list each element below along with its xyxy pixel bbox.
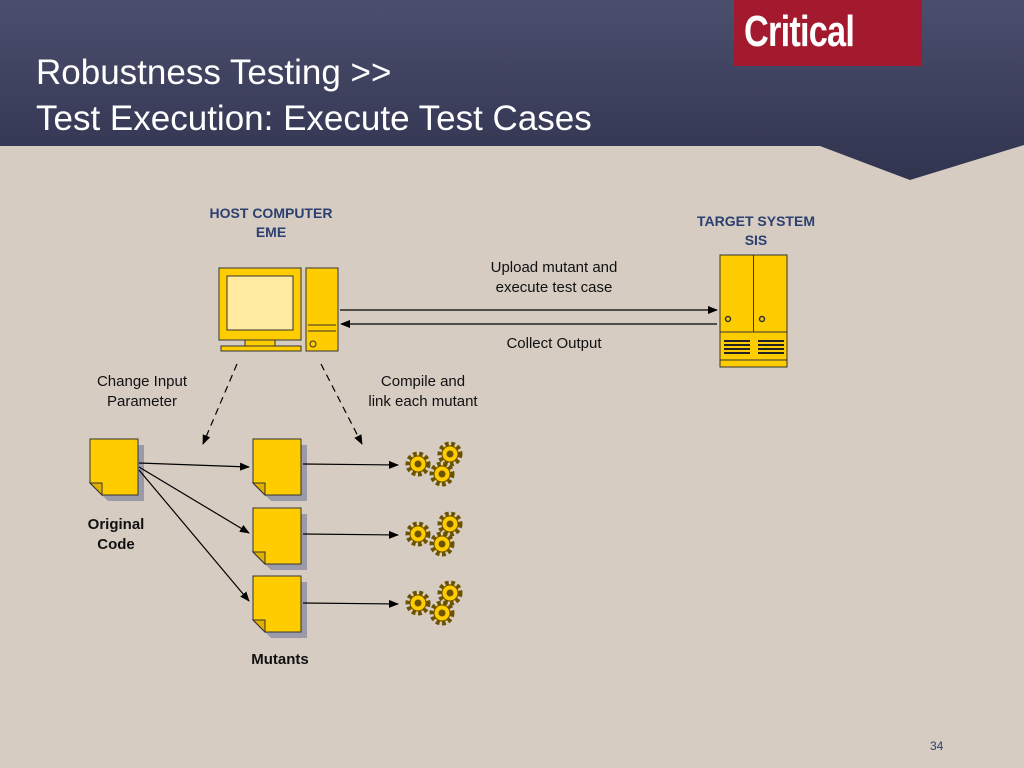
slide-title: Robustness Testing >> Test Execution: Ex… bbox=[36, 50, 592, 142]
upload-line-2: execute test case bbox=[495, 279, 613, 296]
change-input-line-1: Change Input bbox=[96, 373, 188, 390]
upload-line-1: Upload mutant and bbox=[490, 259, 618, 276]
logo-text: Critical bbox=[744, 7, 855, 56]
original-to-mutant-arrow-3 bbox=[138, 469, 250, 602]
target-system-line-2: SIS bbox=[744, 232, 768, 248]
computer-icon bbox=[218, 267, 339, 352]
slide-title-line-2: Test Execution: Execute Test Cases bbox=[36, 99, 592, 138]
change-input-line-2: Parameter bbox=[106, 393, 178, 410]
change-input-label: Change Input Parameter bbox=[72, 372, 212, 412]
gears-icon-3 bbox=[409, 584, 459, 622]
original-code-line-1: Original bbox=[87, 516, 145, 533]
original-code-line-2: Code bbox=[97, 536, 135, 553]
compile-line-1: Compile and bbox=[380, 373, 466, 390]
gears-icon-2 bbox=[409, 515, 459, 553]
mutant-document-icon-1 bbox=[252, 438, 308, 502]
change-input-dashed-arrow bbox=[202, 363, 238, 445]
host-computer-label: HOST COMPUTER EME bbox=[186, 204, 356, 242]
server-cabinet-icon bbox=[719, 254, 788, 368]
original-code-document-icon bbox=[89, 438, 145, 502]
mutant-document-icon-3 bbox=[252, 575, 308, 639]
original-to-mutant-arrow-2 bbox=[138, 466, 250, 534]
compile-label: Compile and link each mutant bbox=[343, 372, 503, 412]
slide-title-line-1: Robustness Testing >> bbox=[36, 53, 392, 92]
target-system-label: TARGET SYSTEM SIS bbox=[671, 212, 841, 250]
mutant-to-gears-arrow-3 bbox=[302, 599, 399, 608]
mutants-label: Mutants bbox=[251, 651, 309, 668]
original-code-label: Original Code bbox=[66, 515, 166, 555]
upload-label: Upload mutant and execute test case bbox=[464, 258, 644, 298]
target-system-line-1: TARGET SYSTEM bbox=[697, 213, 815, 229]
page-number: 34 bbox=[930, 739, 944, 753]
compile-line-2: link each mutant bbox=[368, 393, 478, 410]
host-computer-line-2: EME bbox=[255, 224, 287, 240]
gears-icon-1 bbox=[409, 445, 459, 483]
mutant-to-gears-arrow-1 bbox=[302, 460, 399, 469]
collect-output-label: Collect Output bbox=[506, 335, 602, 352]
critical-logo: Critical bbox=[734, 0, 922, 66]
mutant-document-icon-2 bbox=[252, 507, 308, 571]
original-to-mutant-arrow-1 bbox=[138, 462, 250, 471]
mutant-to-gears-arrow-2 bbox=[302, 530, 399, 539]
compile-dashed-arrow bbox=[320, 363, 363, 445]
host-computer-line-1: HOST COMPUTER bbox=[209, 205, 333, 221]
